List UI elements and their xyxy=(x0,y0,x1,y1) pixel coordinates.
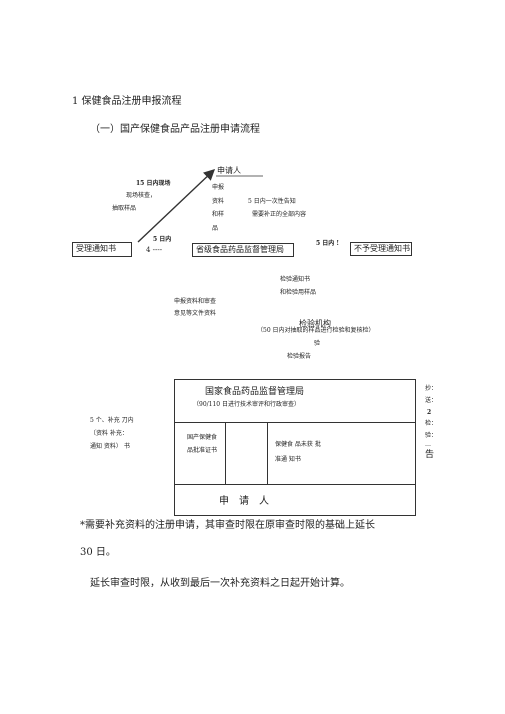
table-divider-top xyxy=(175,422,415,423)
mid-note-4: 品 xyxy=(212,225,219,232)
right-margin-7: 告 xyxy=(425,450,435,460)
table-divider-vertical-2 xyxy=(267,422,268,484)
right-margin-3: 2 xyxy=(427,409,432,416)
diagonal-arrow xyxy=(137,169,216,243)
state-desc: （90/110 日进行技术审评和行政审查） xyxy=(193,401,301,408)
reject-notice: 不予受理通知书 xyxy=(354,244,410,253)
note-line-1: *需要补充资料的注册申请，其审查时限在原审查时限的基础上延长 xyxy=(80,520,375,531)
main-heading: 1 保健食品注册申报流程 xyxy=(72,96,182,107)
inspection-report: 检验报告 xyxy=(287,353,312,360)
right-margin-6: … xyxy=(425,441,431,448)
province-bureau: 省级食品药品监督管理局 xyxy=(196,245,284,254)
reject-notice-box: 不予受理通知书 xyxy=(350,242,412,256)
submit-docs-1: 申报资料和审查 xyxy=(174,298,217,305)
table-divider-vertical-1 xyxy=(225,422,226,484)
note-line-3: 延长审查时限，从收到最后一次补充资料之日起开始计算。 xyxy=(90,578,350,589)
left-note-1: 15 日内现场 xyxy=(136,180,171,187)
right-margin-2: 送： xyxy=(425,397,438,404)
applicant-bottom: 申 请 人 xyxy=(219,496,269,507)
sub-heading: （一）国产保健食品产品注册申请流程 xyxy=(90,124,260,135)
accept-notice: 受理通知书 xyxy=(76,244,116,253)
accept-notice-box: 受理通知书 xyxy=(72,242,132,257)
submit-docs-2: 意见等文件资料 xyxy=(174,310,217,317)
inspection-short: 验 xyxy=(314,340,321,347)
province-bureau-box: 省级食品药品监督管理局 xyxy=(192,243,294,257)
mid-note-2: 资料 xyxy=(212,198,225,205)
deny-1: 保健食 品未获 批 xyxy=(275,441,321,448)
inspection-desc: （50 日内对抽取的样品进行检验和复核检） xyxy=(257,327,375,334)
inspect-notice-2: 和检验用样品 xyxy=(280,289,317,296)
note-line-2: 30 日。 xyxy=(80,547,116,558)
right-note-1: 5 日内一次性告知 xyxy=(248,198,296,205)
right-note-2: 需要补正的全部内容 xyxy=(252,211,307,218)
right-margin-4: 检： xyxy=(425,420,438,427)
applicant-top: 申请人 xyxy=(217,166,241,175)
supplement-2: 〔资料 补充： xyxy=(90,430,128,437)
left-note-3: 抽取样品 xyxy=(112,205,137,212)
arrow-note-top: 5 日内 xyxy=(153,236,172,243)
right-margin-1: 抄： xyxy=(425,385,438,392)
state-bureau: 国家食品药品监督管理局 xyxy=(205,387,305,397)
arrow-note-bottom: 4 ---- xyxy=(146,246,163,254)
cert-1: 国产保健食 xyxy=(187,434,218,441)
mid-note-1: 申报 xyxy=(212,184,225,191)
right-margin-5: 验： xyxy=(425,432,438,439)
state-bureau-table: 国家食品药品监督管理局 （90/110 日进行技术审评和行政审查） 国产保健食 … xyxy=(174,379,416,516)
deny-2: 准通 知书 xyxy=(275,456,301,463)
reject-days: 5 日内 ! xyxy=(316,240,339,247)
inspection-agency: 检验机构 xyxy=(299,319,331,328)
table-divider-bottom xyxy=(175,484,415,485)
supplement-3: 通知 资料） 书 xyxy=(90,443,130,450)
inspect-notice-1: 检验通知书 xyxy=(280,276,311,283)
left-note-2: 现场核查， xyxy=(126,192,157,199)
mid-note-3: 和样 xyxy=(212,211,225,218)
supplement-1: 5 个、补充 刀内 xyxy=(90,417,134,424)
cert-2: 品批准证书 xyxy=(187,447,218,454)
